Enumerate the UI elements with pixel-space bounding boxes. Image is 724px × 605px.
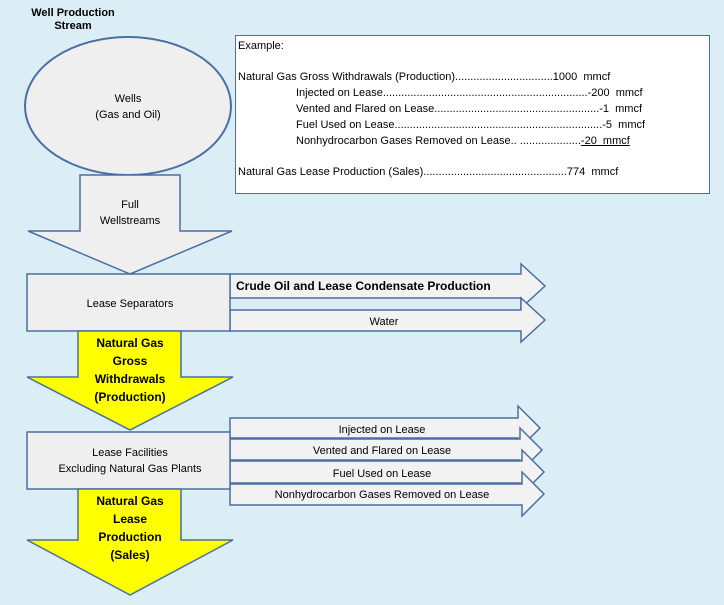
example-vented-line: Vented and Flared on Lease..............… [296, 103, 643, 115]
gross-withdrawals-line-3: Withdrawals [95, 372, 166, 386]
vented-label: Vented and Flared on Lease [313, 445, 451, 457]
lease-facilities-label-2: Excluding Natural Gas Plants [58, 463, 202, 475]
example-nonhydrocarbon-line: Nonhydrocarbon Gases Removed on Lease.. … [296, 133, 630, 149]
full-wellstreams-arrow [27, 174, 233, 275]
wells-label: Wells [115, 93, 142, 105]
full-wellstreams-label-1: Full [121, 199, 139, 211]
gross-withdrawals-line-2: Gross [113, 354, 148, 368]
lease-production-arrow [26, 488, 234, 596]
lease-facilities-label-1: Lease Facilities [92, 447, 168, 459]
lease-separators-label: Lease Separators [87, 298, 174, 310]
nonhydrocarbon-label: Nonhydrocarbon Gases Removed on Lease [275, 489, 490, 501]
example-fuel-line: Fuel Used on Lease......................… [296, 119, 646, 131]
water-arrow [229, 296, 547, 344]
gross-withdrawals-line-4: (Production) [94, 390, 165, 404]
title-line-1: Well Production [31, 7, 115, 19]
example-nonhydrocarbon-value: -20 mmcf [580, 135, 630, 147]
title-line-2: Stream [54, 20, 92, 32]
fuel-used-label: Fuel Used on Lease [333, 468, 431, 480]
example-heading: Example: [238, 40, 284, 52]
injected-label: Injected on Lease [339, 424, 426, 436]
example-box: Example: Natural Gas Gross Withdrawals (… [235, 35, 710, 194]
wells-sublabel: (Gas and Oil) [95, 109, 160, 121]
lease-production-line-1: Natural Gas [96, 494, 164, 508]
gross-withdrawals-arrow [26, 330, 234, 431]
lease-separators-box [26, 273, 231, 332]
example-gross-line: Natural Gas Gross Withdrawals (Productio… [238, 71, 611, 83]
example-injected-line: Injected on Lease.......................… [296, 87, 643, 99]
lease-production-line-2: Lease [113, 512, 147, 526]
water-label: Water [370, 316, 399, 328]
wells-ellipse [24, 36, 232, 176]
lease-facilities-box [26, 431, 231, 490]
full-wellstreams-label-2: Wellstreams [100, 215, 161, 227]
nonhydrocarbon-arrow [229, 470, 546, 518]
crude-oil-label: Crude Oil and Lease Condensate Productio… [236, 279, 491, 293]
crude-oil-arrow [229, 262, 547, 310]
example-sales-line: Natural Gas Lease Production (Sales)....… [238, 166, 619, 178]
lease-production-line-3: Production [98, 530, 161, 544]
lease-production-line-4: (Sales) [110, 548, 149, 562]
example-nonhydrocarbon-text: Nonhydrocarbon Gases Removed on Lease.. … [296, 135, 581, 147]
gross-withdrawals-line-1: Natural Gas [96, 336, 164, 350]
